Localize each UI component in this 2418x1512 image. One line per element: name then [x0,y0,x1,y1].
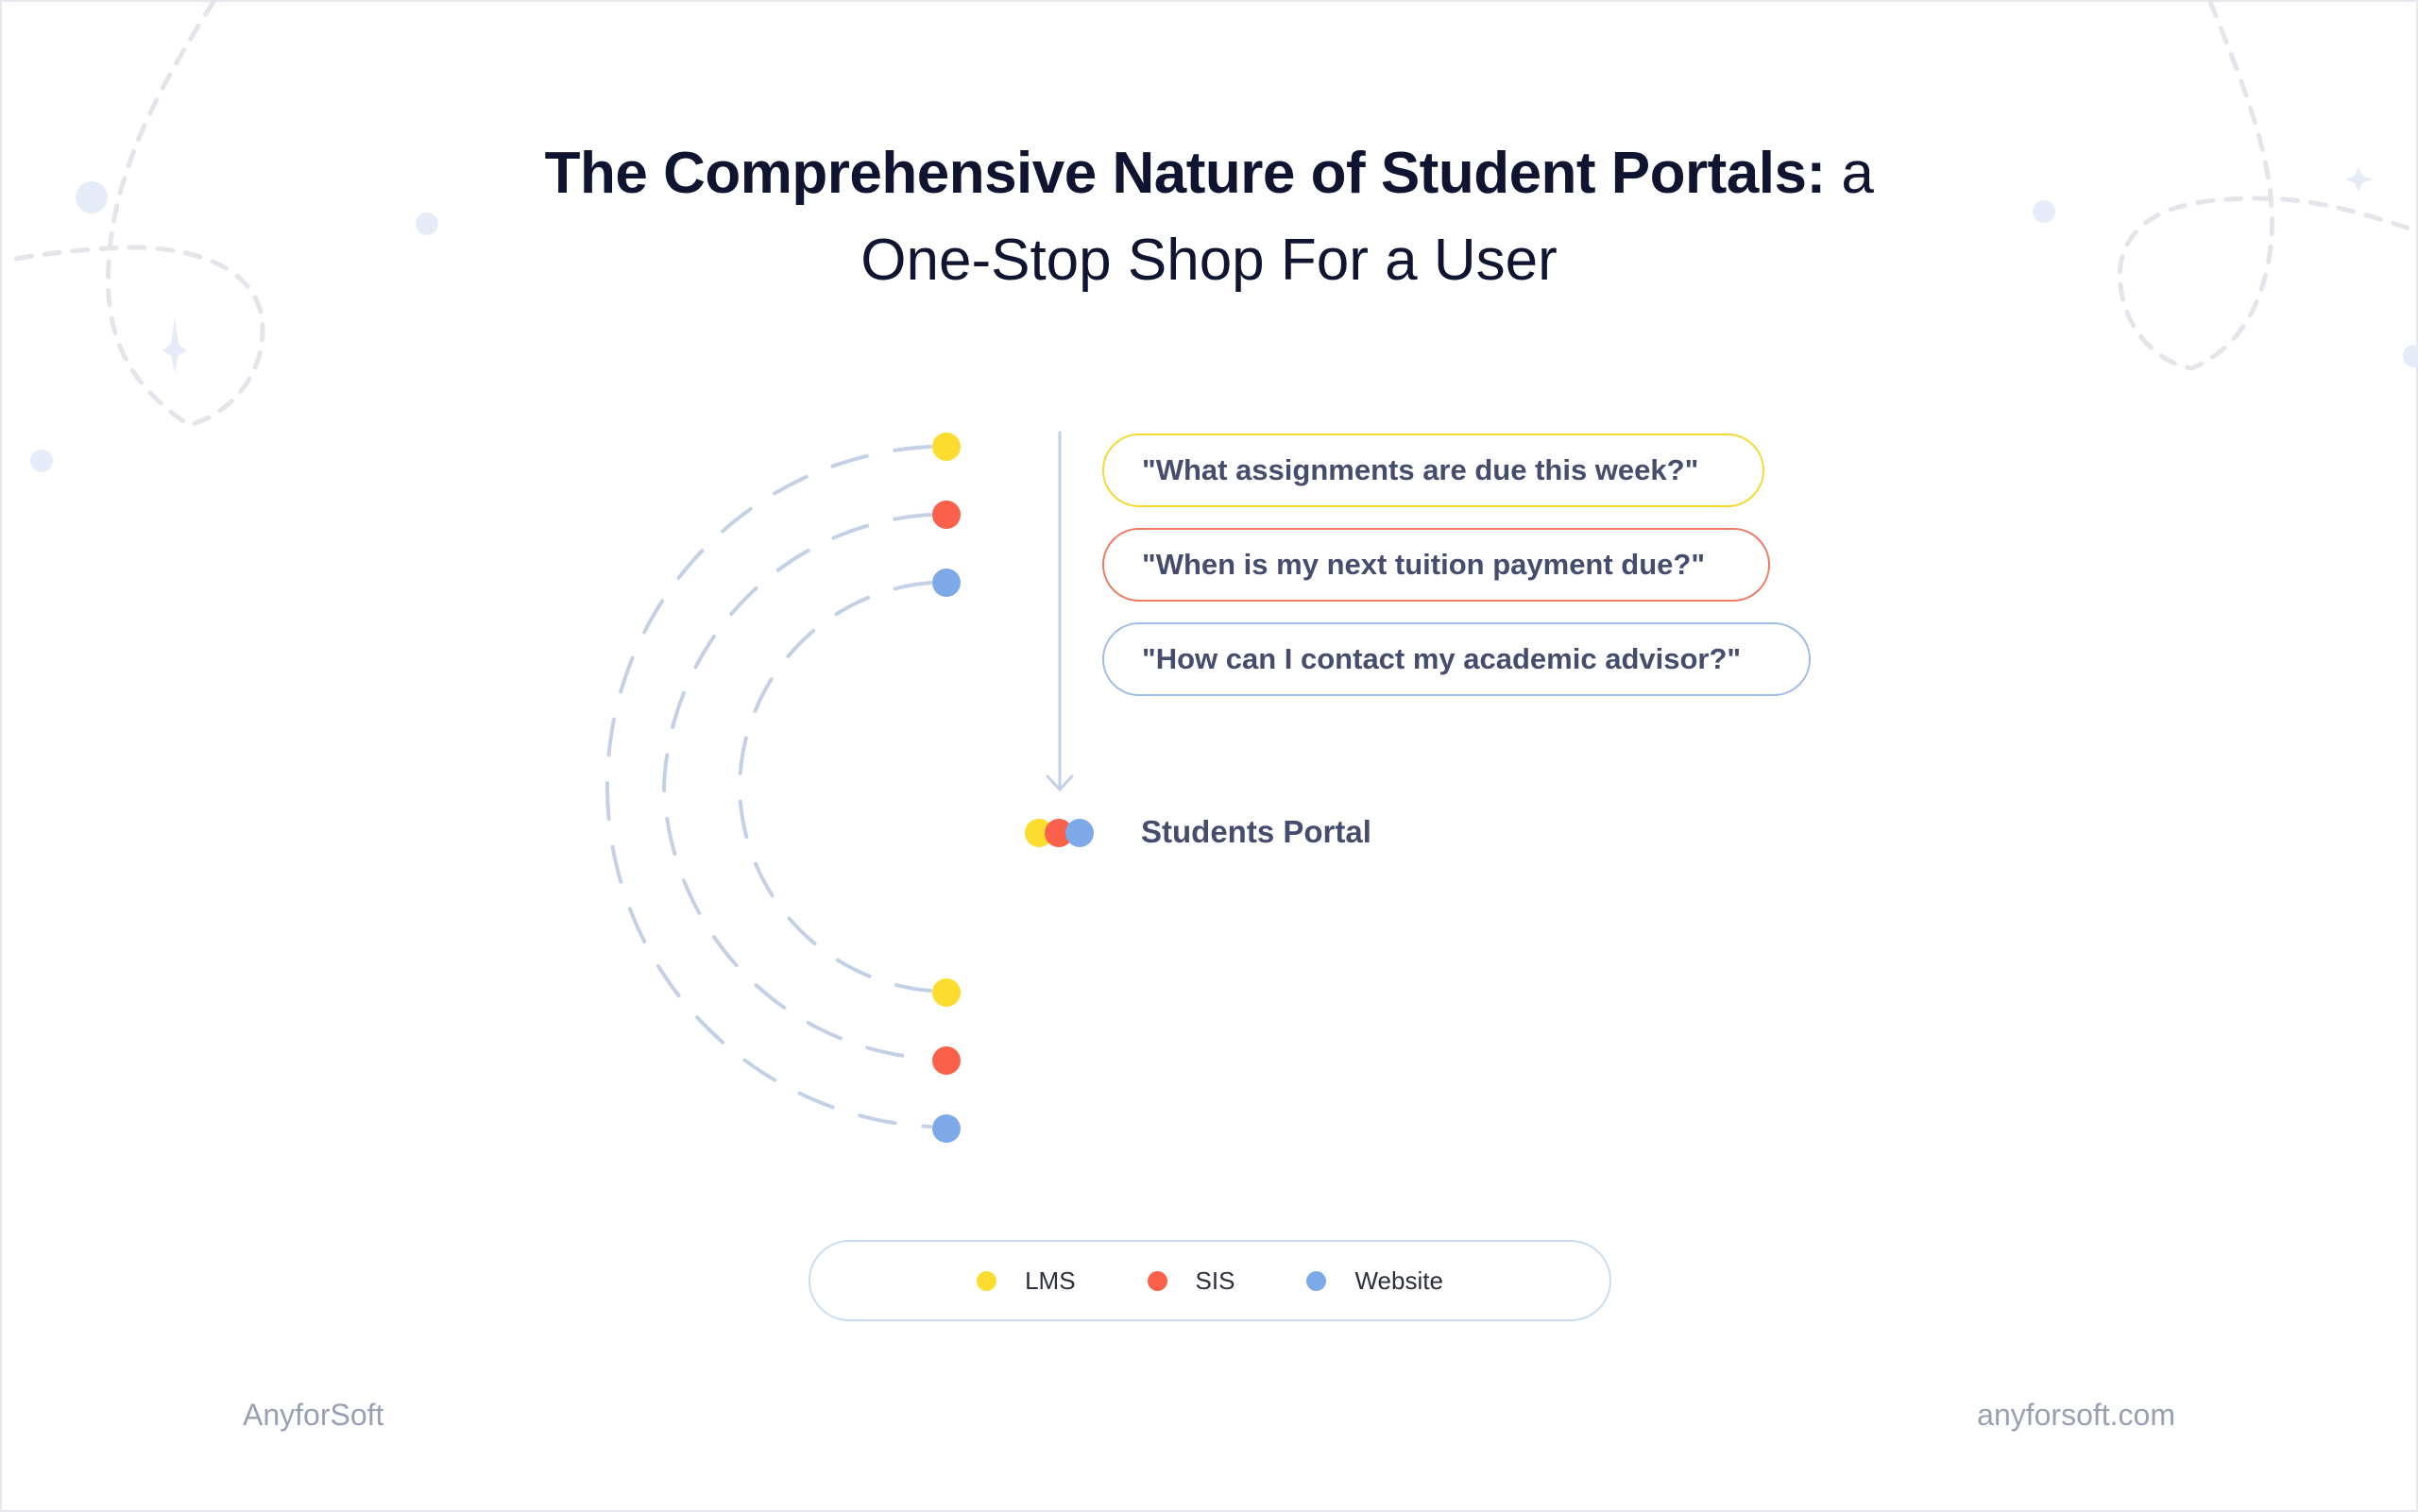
title-bold-part: The Comprehensive Nature of Student Port… [544,141,1827,206]
arrow-down-icon [1046,431,1074,792]
title-light-part: a [1825,141,1874,206]
lms-dot-icon [977,1270,997,1291]
sis-dot-bottom [932,1046,961,1075]
question-bubble-lms: "What assignments are due this week?" [1102,433,1764,507]
question-text: "How can I contact my academic advisor?" [1142,642,1742,675]
legend: LMS SIS Website [809,1240,1611,1321]
page-title-line1: The Comprehensive Nature of Student Port… [0,140,2418,207]
website-dot-bottom [932,1114,961,1143]
lms-dot-bottom [932,978,961,1007]
footer-brand: AnyforSoft [243,1398,384,1432]
arc-lms [604,445,932,1129]
page-title-line2: One-Stop Shop For a User [860,228,1558,293]
arc-website [737,581,932,993]
students-portal-label: Students Portal [1141,814,1371,849]
website-dot-top [932,569,961,597]
sis-dot-icon [1147,1270,1167,1291]
question-bubble-sis: "When is my next tuition payment due?" [1102,528,1770,602]
question-bubble-website: "How can I contact my academic advisor?" [1102,622,1811,696]
legend-item-website: Website [1306,1266,1443,1296]
lms-dot-top [932,433,961,461]
sis-dot-top [932,501,961,529]
website-dot-icon [1306,1270,1327,1291]
legend-label: SIS [1195,1266,1235,1295]
footer-url: anyforsoft.com [1977,1398,2175,1432]
legend-item-sis: SIS [1147,1266,1235,1296]
arc-sis [661,513,932,1061]
legend-label: LMS [1025,1266,1076,1295]
question-text: "What assignments are due this week?" [1142,453,1699,486]
legend-item-lms: LMS [977,1266,1076,1296]
legend-label: Website [1354,1266,1443,1295]
question-text: "When is my next tuition payment due?" [1142,548,1706,581]
portal-logo-icon [1025,819,1094,847]
